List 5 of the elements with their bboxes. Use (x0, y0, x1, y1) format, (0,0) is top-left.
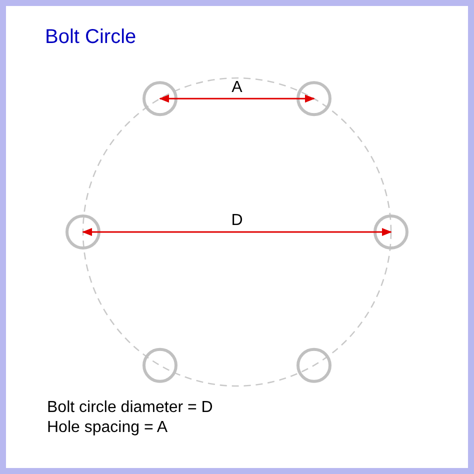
note-text: Hole spacing = A (47, 419, 168, 437)
title: Bolt Circle (45, 26, 136, 49)
dimension-label: A (232, 78, 242, 97)
note-text: Bolt circle diameter = D (47, 399, 213, 417)
dimension-label: D (231, 212, 243, 230)
